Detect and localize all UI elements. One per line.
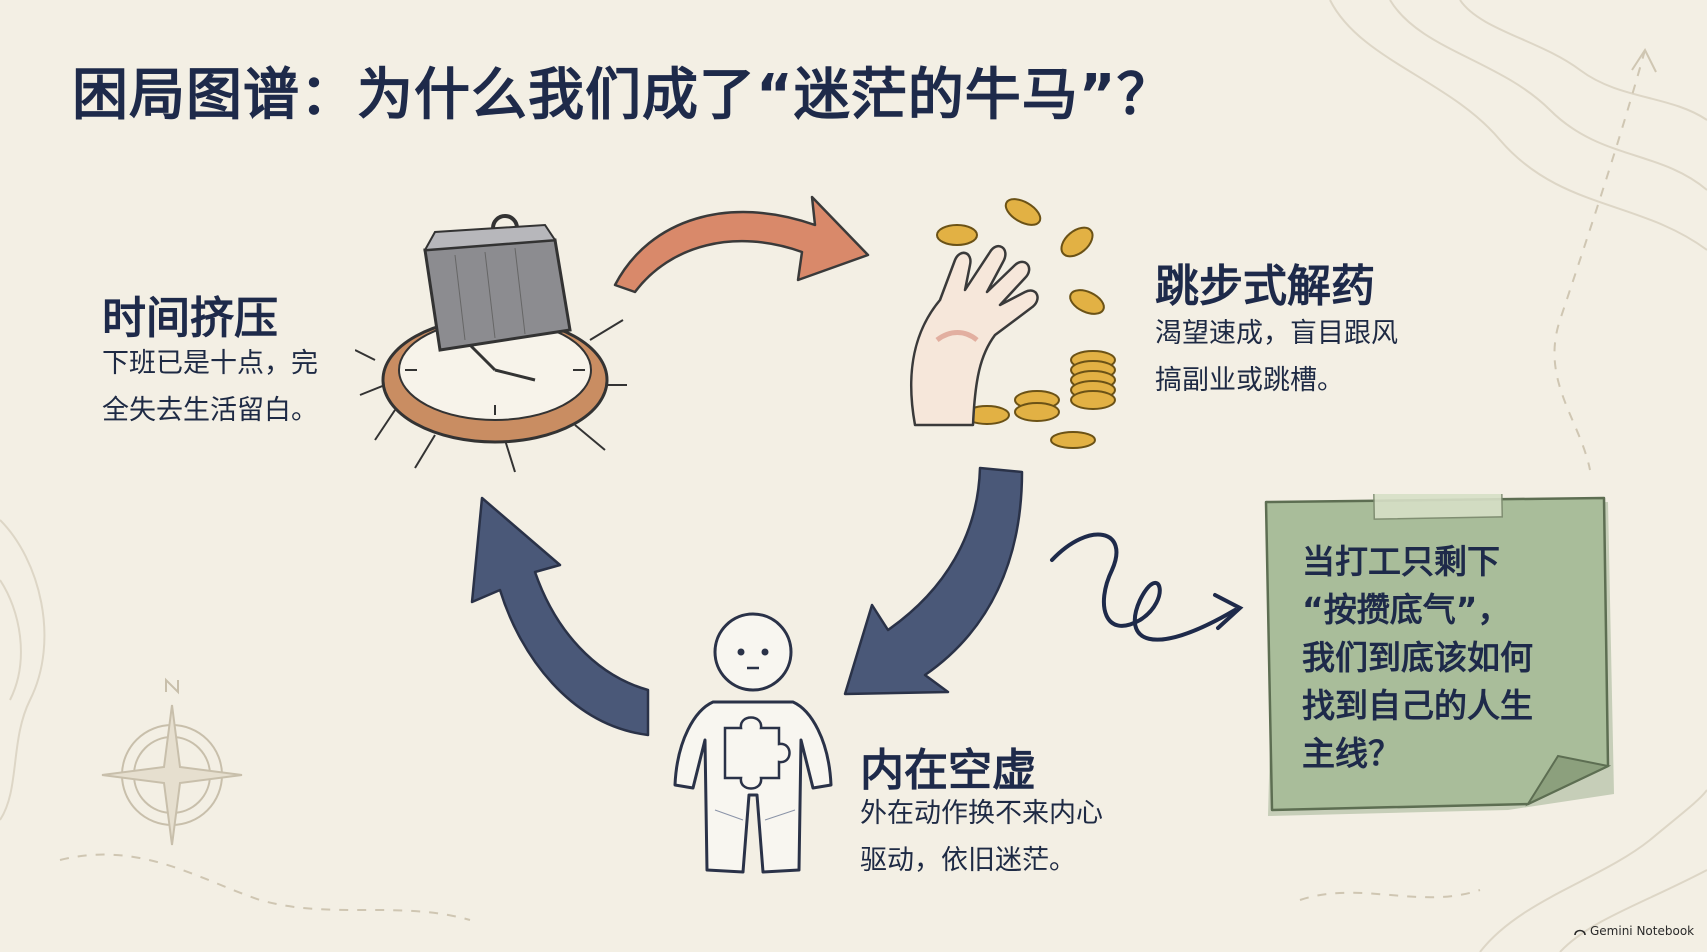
hand-grabbing-coins-icon [909, 198, 1116, 449]
brand-watermark: Gemini Notebook [1574, 924, 1694, 938]
gemini-notebook-icon [1574, 929, 1586, 935]
sticky-note: 当打工只剩下 “按攒底气”， 我们到底该如何 找到自己的人生 主线？ [1258, 494, 1618, 816]
figure-with-puzzle-piece-icon [673, 612, 833, 874]
node-title-inner-emptiness: 内在空虚 [860, 745, 1036, 796]
node-title-time-squeeze: 时间挤压 [102, 293, 278, 344]
page-title: 困局图谱：为什么我们成了“迷茫的牛马”？ [72, 63, 1174, 128]
weight-crushing-clock-icon [355, 214, 627, 473]
compass-rose-icon [101, 677, 243, 846]
blue-down-arrow [843, 466, 1024, 696]
sticky-note-question: 当打工只剩下 “按攒底气”， 我们到底该如何 找到自己的人生 主线？ [1302, 542, 1533, 773]
brand-label: Gemini Notebook [1590, 924, 1695, 938]
node-desc-time-squeeze: 下班已是十点，完 全失去生活留白。 [102, 348, 318, 426]
blue-up-arrow [470, 496, 650, 737]
orange-curved-arrow [613, 195, 870, 294]
node-desc-skip-step-cure: 渴望速成，盲目跟风 搞副业或跳槽。 [1155, 318, 1398, 396]
node-desc-inner-emptiness: 外在动作换不来内心 驱动，依旧迷茫。 [860, 798, 1103, 876]
node-title-skip-step-cure: 跳步式解药 [1155, 261, 1375, 312]
squiggle-arrow [1050, 532, 1244, 642]
